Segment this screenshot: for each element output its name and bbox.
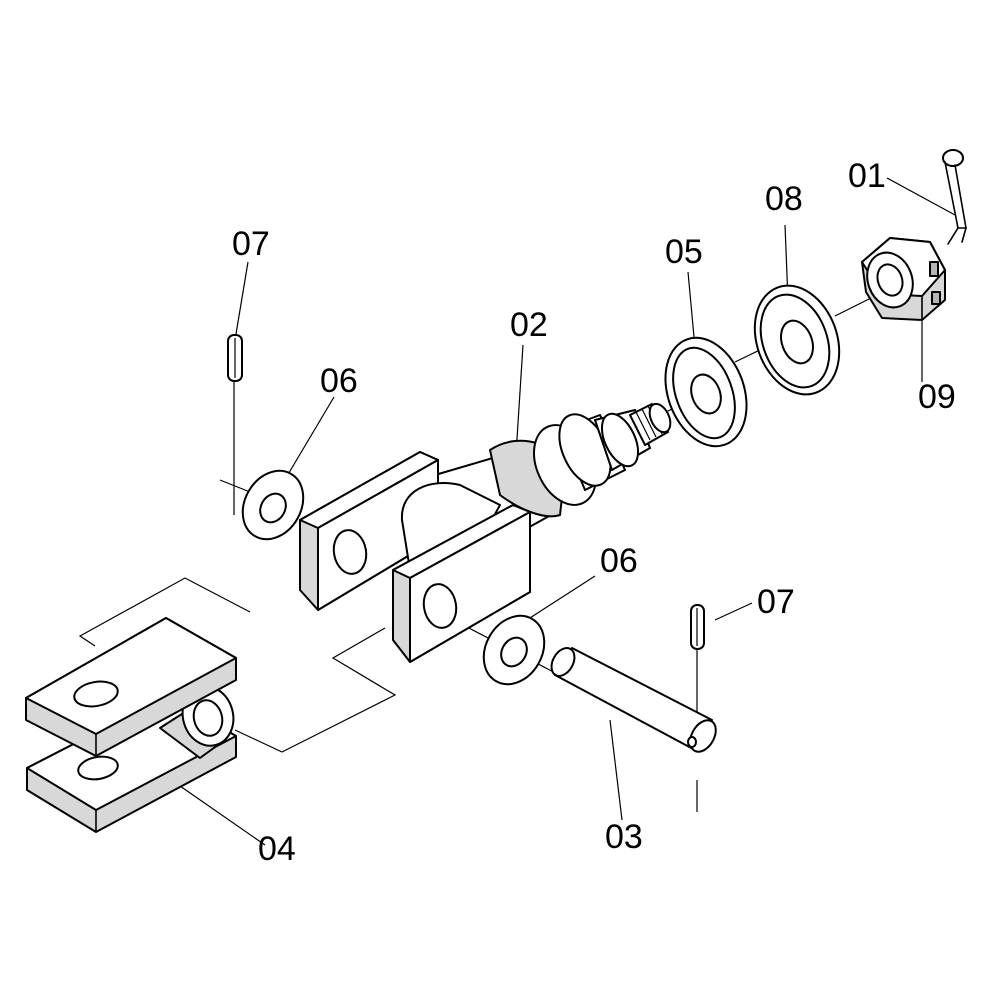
label-07-lower: 07 — [757, 583, 795, 621]
label-03: 03 — [605, 818, 643, 856]
label-01: 01 — [848, 157, 886, 195]
label-02: 02 — [510, 306, 548, 344]
part-09-castle-nut — [861, 237, 946, 321]
label-06-lower: 06 — [600, 542, 638, 580]
part-03-pin — [550, 647, 717, 753]
label-04: 04 — [258, 830, 296, 868]
label-09: 09 — [918, 378, 956, 416]
label-05: 05 — [665, 233, 703, 271]
label-08: 08 — [765, 180, 803, 218]
part-01-cotter-pin — [942, 149, 967, 245]
label-07-upper: 07 — [232, 225, 270, 263]
part-02-clevis-shaft — [299, 402, 672, 663]
part-06-washer-upper — [241, 469, 305, 541]
part-05-washer — [664, 336, 748, 448]
part-07-roll-pin-lower — [690, 604, 705, 650]
part-07-roll-pin-upper — [227, 334, 243, 382]
part-08-washer — [753, 284, 841, 396]
part-06-washer-lower — [482, 614, 546, 686]
label-06-upper: 06 — [320, 362, 358, 400]
part-number-labels: 01 08 05 02 09 07 06 06 07 03 04 — [232, 157, 956, 868]
part-04-clevis-plates — [25, 617, 237, 833]
